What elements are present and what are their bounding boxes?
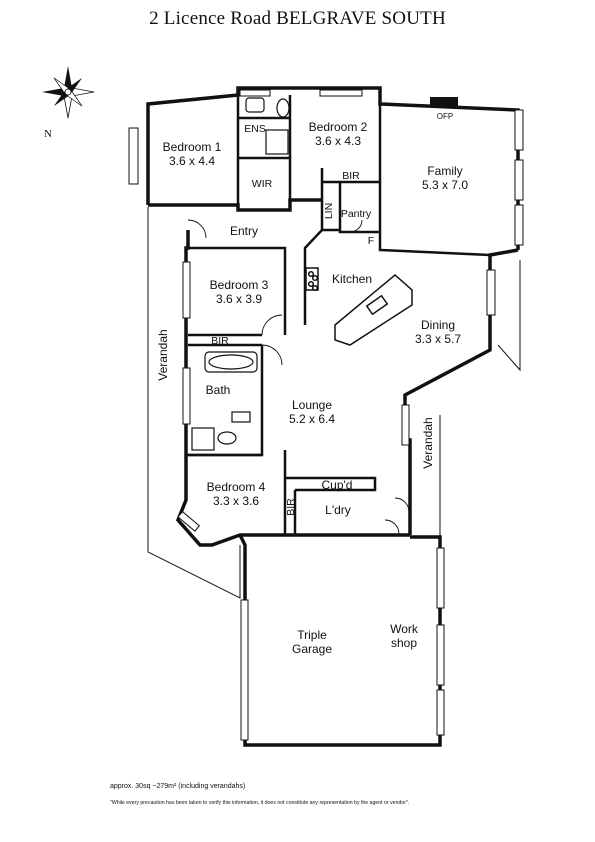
- room-entry: Entry: [214, 224, 274, 238]
- room-name: shop: [390, 636, 418, 650]
- room-bedroom-2: Bedroom 2 3.6 x 4.3: [298, 120, 378, 148]
- bathroom-fixtures: [191, 97, 290, 451]
- area-note: approx. 30sq ~279m² (including verandahs…: [110, 783, 246, 790]
- room-dining: Dining 3.3 x 5.7: [398, 318, 478, 346]
- room-name: Kitchen: [331, 272, 373, 286]
- room-fridge: F: [364, 234, 378, 248]
- room-ensuite: ENS: [240, 122, 270, 136]
- room-bir-bedroom-2: BIR: [336, 169, 366, 183]
- room-name: Entry: [229, 224, 258, 238]
- room-name: Work: [390, 622, 418, 636]
- room-kitchen: Kitchen: [312, 272, 392, 286]
- room-bir-bedroom-3: BIR: [205, 334, 235, 348]
- room-walk-in-robe: WIR: [245, 177, 279, 191]
- room-family: Family 5.3 x 7.0: [405, 164, 485, 192]
- room-bedroom-3: Bedroom 3 3.6 x 3.9: [196, 278, 282, 306]
- room-verandah-west: Verandah: [156, 320, 170, 390]
- room-name: WIR: [251, 178, 273, 190]
- room-name: Dining: [420, 318, 456, 332]
- exterior-walls: [146, 86, 520, 747]
- room-name: Bedroom 1: [162, 140, 222, 154]
- room-name: Pantry: [340, 208, 372, 220]
- room-linen: LIN: [322, 196, 336, 226]
- room-lounge: Lounge 5.2 x 6.4: [272, 398, 352, 426]
- room-dims: 3.3 x 3.6: [212, 494, 260, 508]
- room-name: F: [367, 235, 375, 247]
- room-dims: 3.3 x 5.7: [414, 332, 462, 346]
- room-name: BIR: [285, 498, 297, 516]
- room-name: BIR: [342, 170, 360, 182]
- interior-walls: [186, 95, 491, 535]
- room-dims: 3.6 x 4.3: [314, 134, 362, 148]
- room-name: Verandah: [421, 417, 435, 469]
- room-dims: 5.2 x 6.4: [288, 412, 336, 426]
- room-pantry: Pantry: [338, 207, 374, 221]
- room-bedroom-1: Bedroom 1 3.6 x 4.4: [152, 140, 232, 168]
- room-dims: 3.6 x 4.4: [168, 154, 216, 168]
- room-fireplace: OFP: [430, 110, 460, 124]
- room-name: Verandah: [156, 329, 170, 381]
- room-name: Bedroom 4: [206, 480, 266, 494]
- room-name: Cup'd: [321, 478, 353, 492]
- room-name: Garage: [291, 642, 333, 656]
- room-name: OFP: [436, 112, 454, 121]
- room-triple-garage: Triple Garage: [282, 628, 342, 656]
- room-name: L'dry: [325, 503, 351, 517]
- room-name: LIN: [323, 202, 335, 220]
- room-cupboard: Cup'd: [312, 478, 362, 492]
- room-name: Bath: [205, 383, 231, 397]
- room-bir-bedroom-4: BIR: [284, 492, 298, 522]
- compass-rose-icon: [42, 66, 95, 119]
- room-name: Bedroom 2: [308, 120, 368, 134]
- room-name: Bedroom 3: [209, 278, 269, 292]
- room-name: ENS: [244, 123, 266, 135]
- room-name: Family: [427, 164, 463, 178]
- room-name: BIR: [211, 335, 229, 347]
- room-workshop: Work shop: [382, 622, 426, 650]
- room-name: Lounge: [291, 398, 333, 412]
- compass-north-label: N: [44, 128, 52, 140]
- windows: [128, 89, 524, 741]
- room-verandah-east: Verandah: [421, 408, 435, 478]
- room-dims: 3.6 x 3.9: [215, 292, 263, 306]
- room-bath: Bath: [198, 383, 238, 397]
- room-dims: 5.3 x 7.0: [421, 178, 469, 192]
- room-laundry: L'dry: [318, 503, 358, 517]
- page-title: 2 Licence Road BELGRAVE SOUTH: [149, 8, 446, 29]
- room-bedroom-4: Bedroom 4 3.3 x 3.6: [196, 480, 276, 508]
- fireplace-icon: [430, 97, 458, 107]
- disclaimer: "While every precaution has been taken t…: [110, 800, 410, 806]
- door-swings: [187, 219, 410, 535]
- room-name: Triple: [297, 628, 327, 642]
- kitchen-island: [305, 267, 413, 346]
